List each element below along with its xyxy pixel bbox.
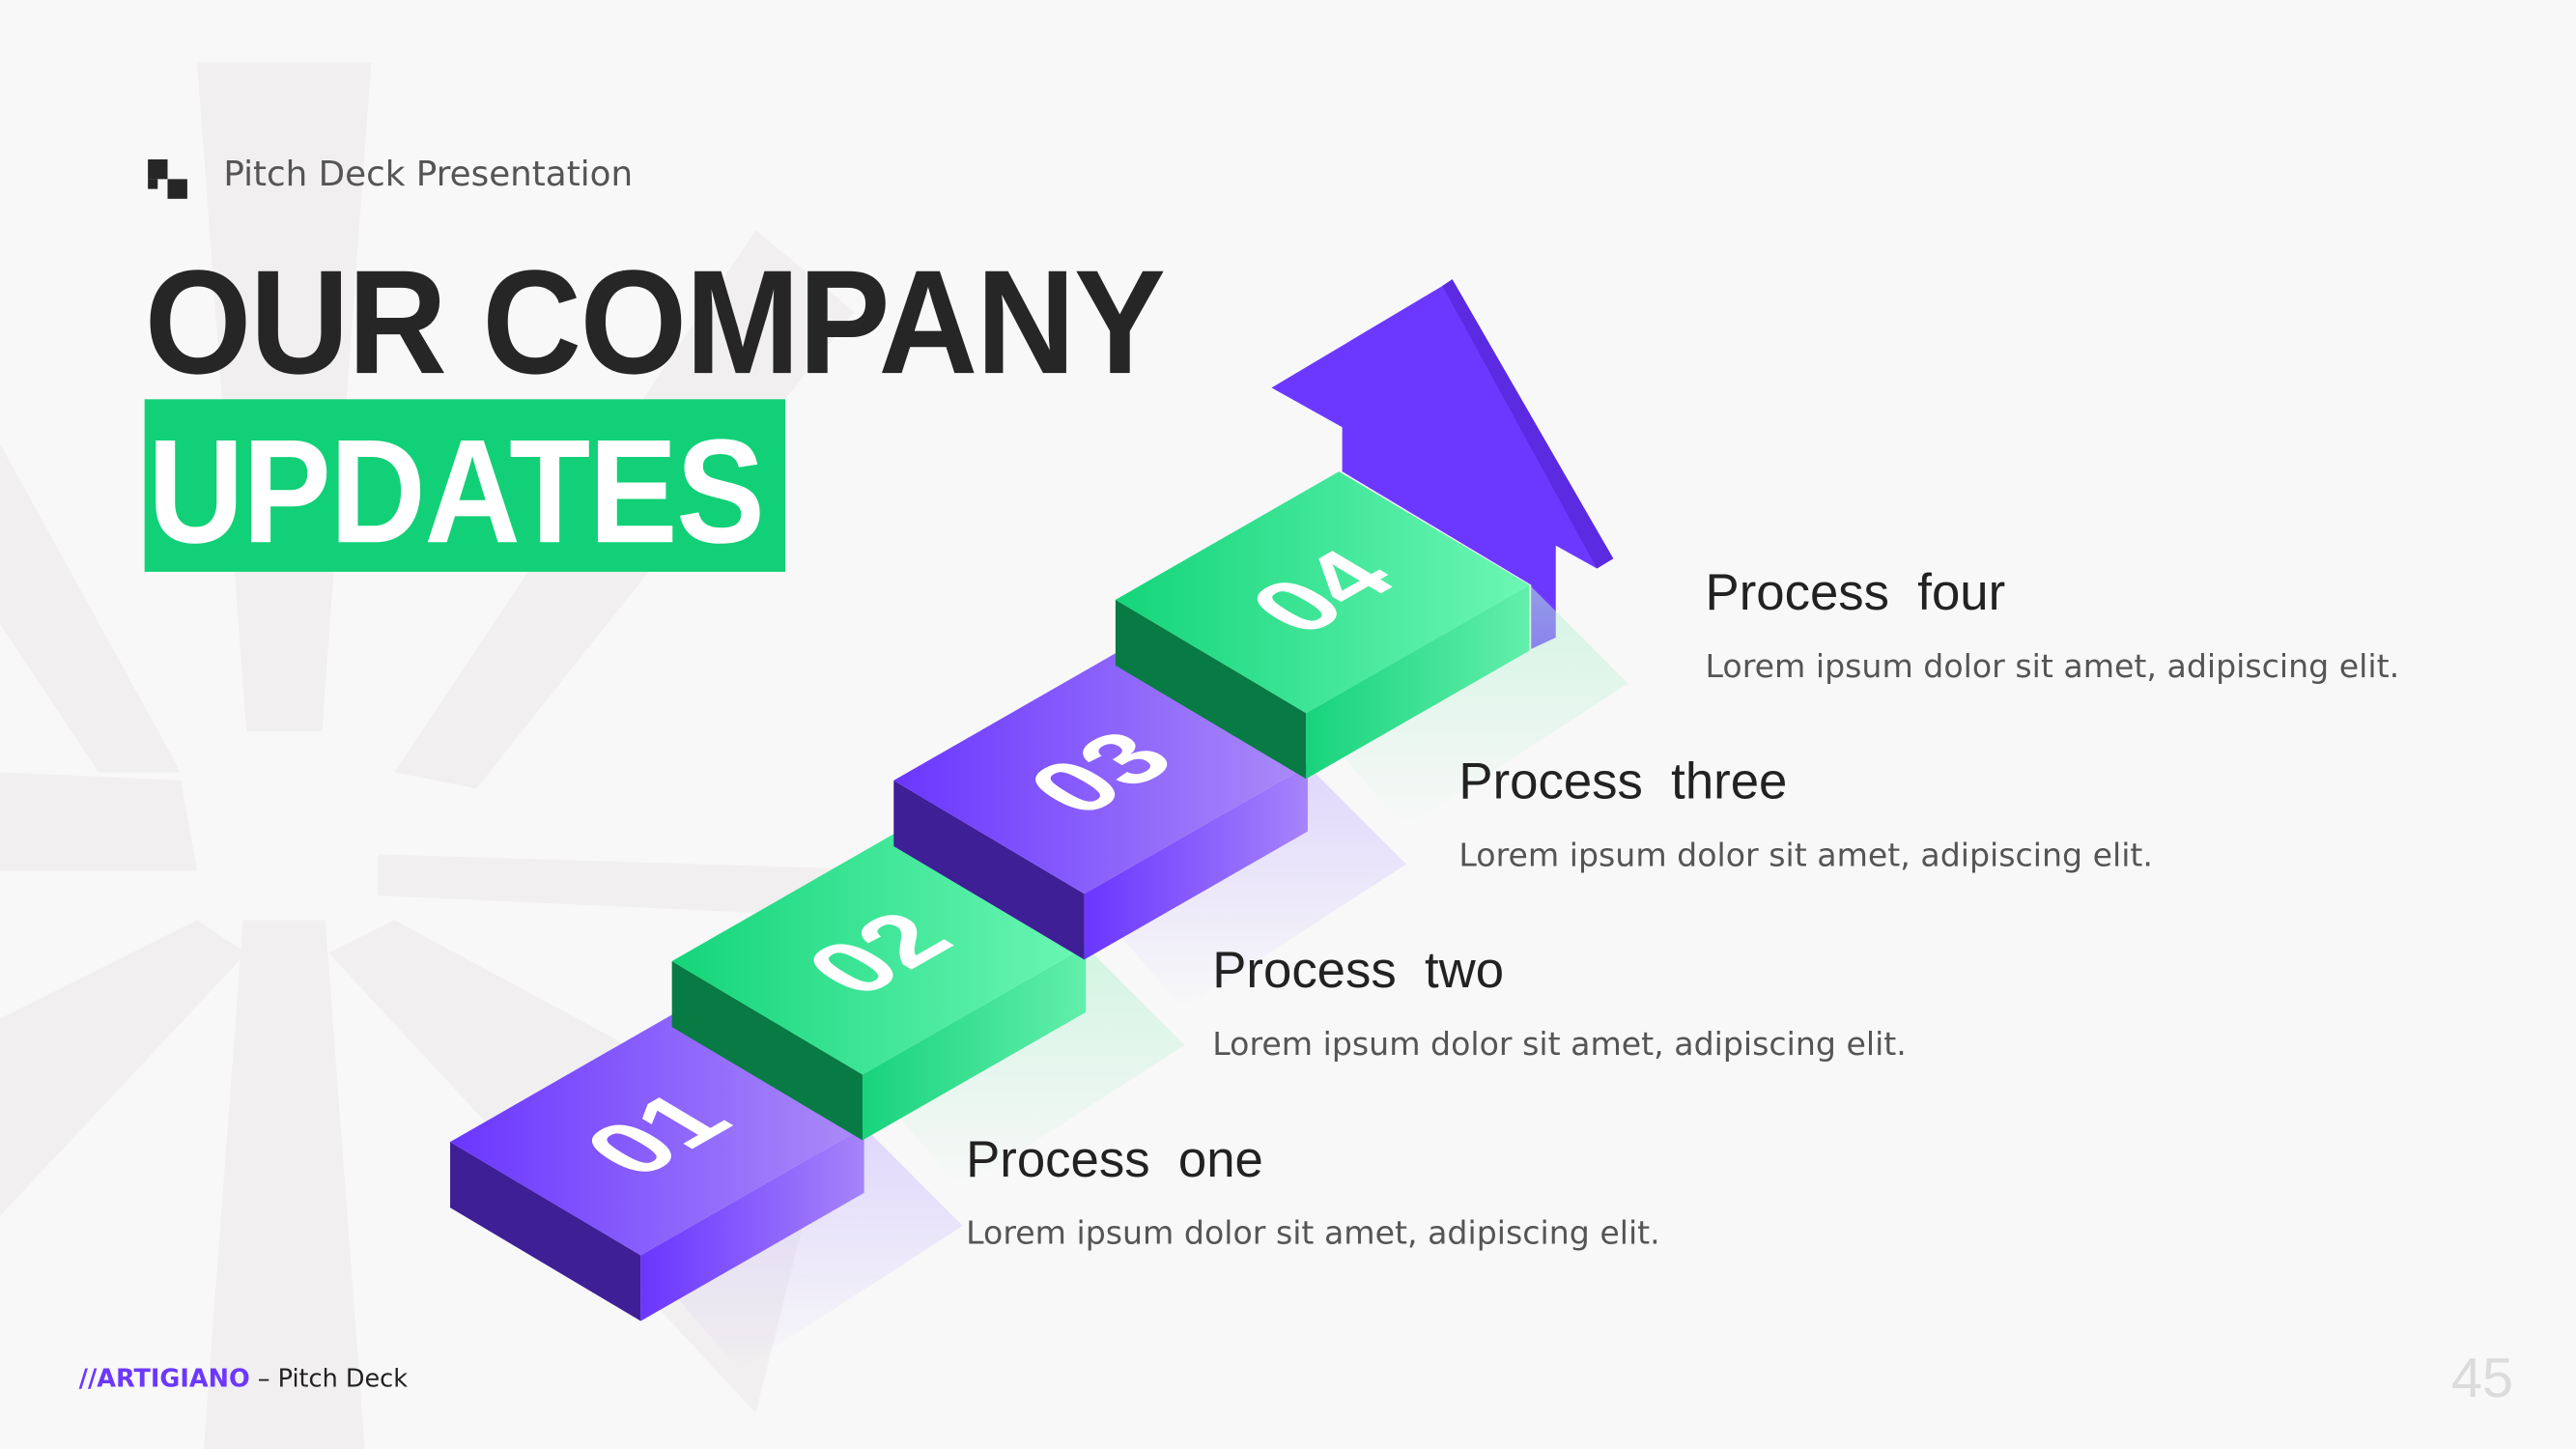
step-description: Lorem ipsum dolor sit amet, adipiscing e… xyxy=(966,1213,1660,1253)
footer-suffix: – Pitch Deck xyxy=(249,1363,409,1394)
block-shadow xyxy=(862,946,1185,1190)
step-block-04: 04 xyxy=(1115,471,1628,829)
title-highlight-box xyxy=(144,399,786,572)
block-left-face xyxy=(450,1142,641,1321)
block-left-face xyxy=(1115,599,1307,780)
block-right-face xyxy=(862,946,1087,1141)
footer-brand: //ARTIGIANO xyxy=(78,1363,250,1394)
block-top-face xyxy=(1115,471,1530,714)
step-title: Process four xyxy=(1705,563,2006,621)
step-description: Lorem ipsum dolor sit amet, adipiscing e… xyxy=(1705,647,2400,686)
arrow-edge xyxy=(1442,279,1614,569)
block-shadow xyxy=(1084,765,1406,1009)
step-title: Process one xyxy=(966,1130,1263,1188)
eyebrow-text: Pitch Deck Presentation xyxy=(223,154,634,194)
step-title: Process two xyxy=(1212,941,1505,1000)
logo-icon xyxy=(148,158,187,199)
block-left-face xyxy=(893,780,1085,960)
block-shadow xyxy=(640,1126,963,1371)
step-title: Process three xyxy=(1458,753,1788,810)
step-description: Lorem ipsum dolor sit amet, adipiscing e… xyxy=(1212,1025,1907,1064)
page-title-line1: OUR COMPANY xyxy=(144,242,1166,407)
block-right-face xyxy=(640,1126,864,1321)
footer: //ARTIGIANO – Pitch Deck xyxy=(79,1364,408,1394)
page-number: 45 xyxy=(2450,1347,2514,1410)
block-left-face xyxy=(671,961,863,1141)
block-right-face xyxy=(1084,765,1308,960)
step-description: Lorem ipsum dolor sit amet, adipiscing e… xyxy=(1458,836,2153,874)
block-right-face xyxy=(1306,584,1530,780)
block-shadow xyxy=(1306,584,1628,829)
arrow-shape xyxy=(1271,279,1614,649)
page-title-line2: UPDATES xyxy=(148,411,765,576)
